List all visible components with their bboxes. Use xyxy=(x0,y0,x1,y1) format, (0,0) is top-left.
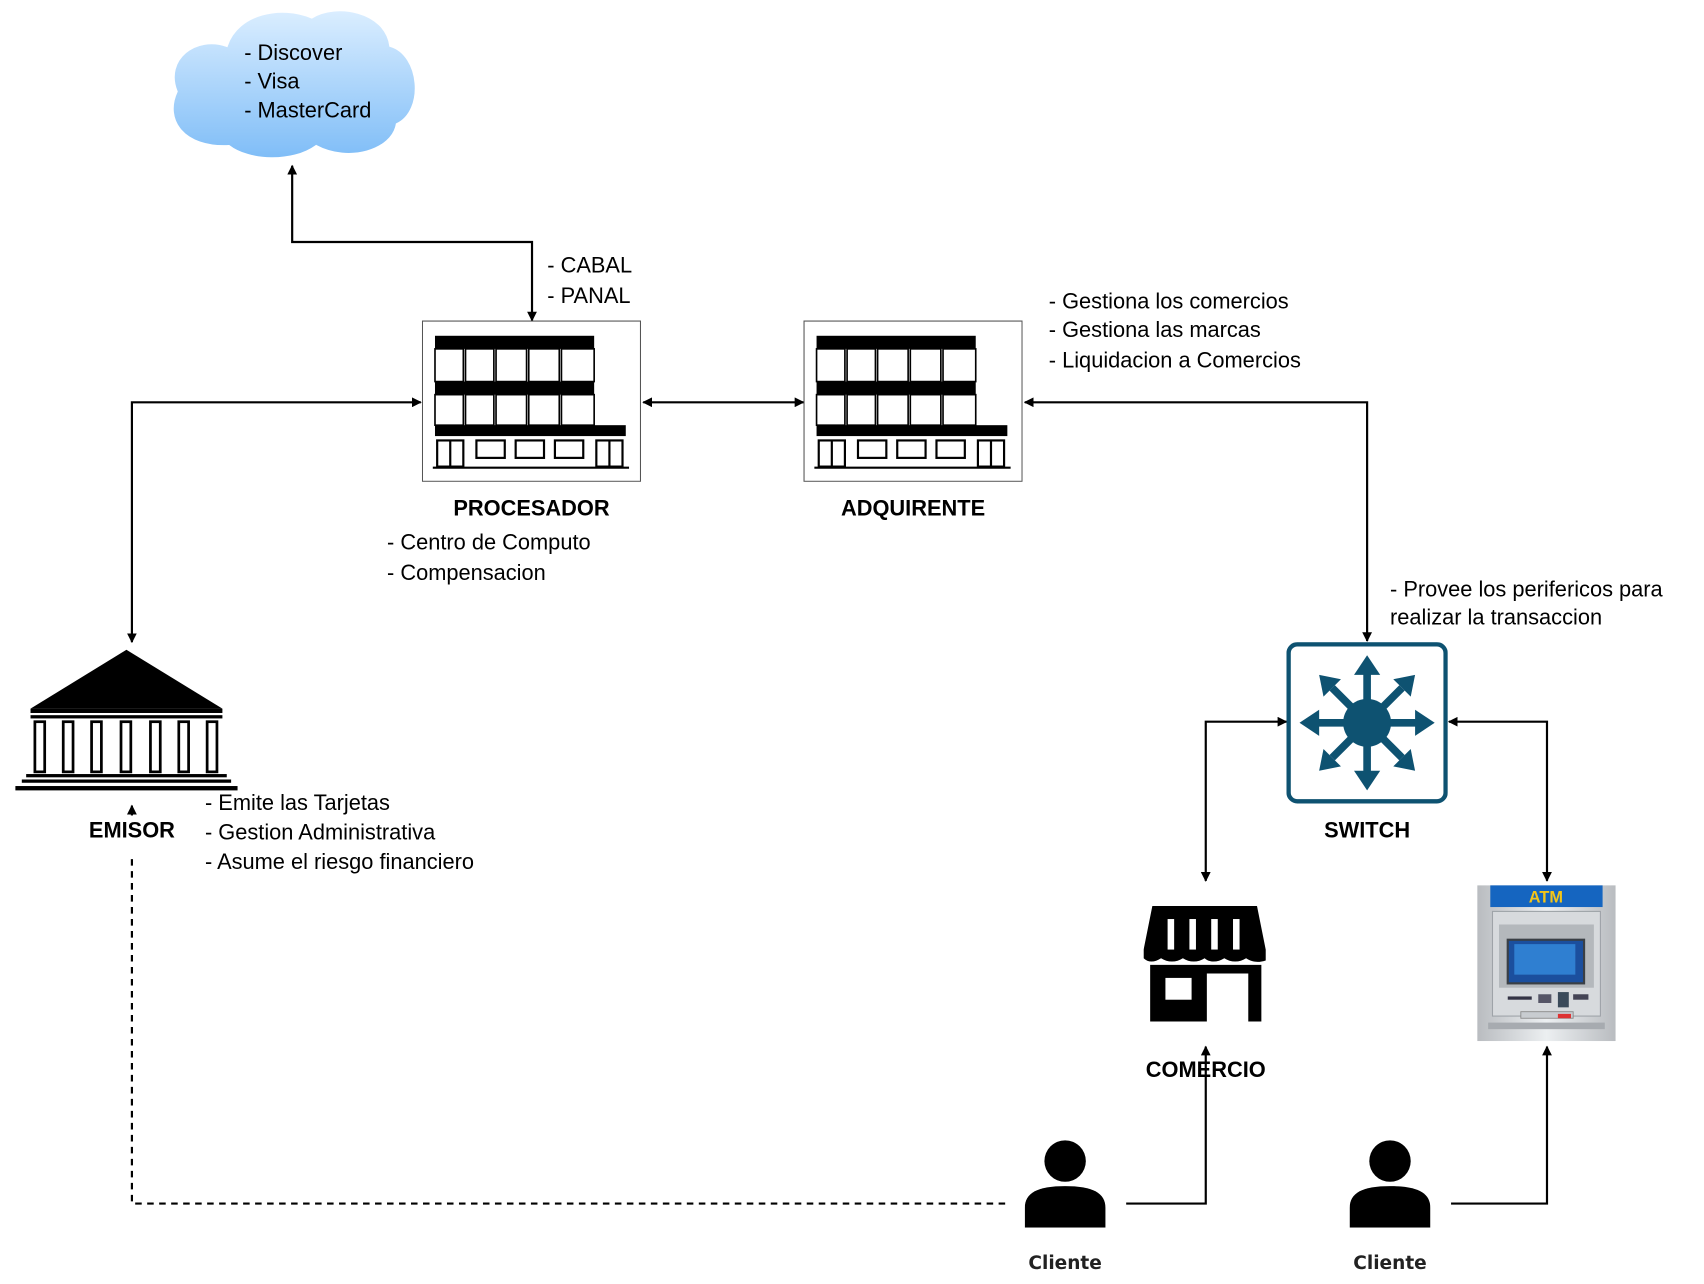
cloud-line: - Visa xyxy=(244,69,300,94)
adquirente-note: - Gestiona los comercios xyxy=(1048,289,1289,314)
switch-note: realizar la transaccion xyxy=(1390,606,1603,631)
cliente-label: Cliente xyxy=(1028,1252,1102,1275)
person-icon xyxy=(1349,1140,1431,1228)
procesador-note: - Compensacion xyxy=(387,561,546,586)
emisor-note: - Asume el riesgo financiero xyxy=(204,850,475,875)
cliente-label: Cliente xyxy=(1353,1252,1427,1275)
edge-procesador-cloud xyxy=(287,164,537,322)
procesador-label: PROCESADOR xyxy=(453,497,610,522)
edge-switch-atm xyxy=(1447,716,1552,882)
procesador-top-note: - CABAL xyxy=(547,254,633,279)
bank-icon xyxy=(15,649,238,791)
edge-adquirente-switch xyxy=(1023,397,1373,643)
procesador-top-note: - PANAL xyxy=(547,284,631,309)
cloud-line: - Discover xyxy=(244,41,343,66)
atm-icon: ATM xyxy=(1477,885,1616,1042)
edge-cliente-emisor xyxy=(130,856,1006,1205)
emisor-note: - Gestion Administrativa xyxy=(204,820,436,845)
emisor-label: EMISOR xyxy=(88,818,175,843)
procesador-note: - Centro de Computo xyxy=(387,530,591,555)
adquirente-note: - Gestiona las marcas xyxy=(1048,318,1261,343)
emisor-note: - Emite las Tarjetas xyxy=(204,791,390,816)
procesador-building-icon xyxy=(421,320,642,482)
switch-icon xyxy=(1286,642,1448,804)
atm-sign: ATM xyxy=(1529,889,1563,907)
switch-label: SWITCH xyxy=(1324,818,1411,843)
adquirente-label: ADQUIRENTE xyxy=(840,497,986,522)
store-icon xyxy=(1143,905,1266,1022)
edge-cliente-comercio xyxy=(1126,1045,1211,1205)
edge-switch-comercio xyxy=(1200,716,1288,882)
adquirente-building-icon xyxy=(803,320,1023,482)
adquirente-note: - Liquidacion a Comercios xyxy=(1048,348,1301,373)
cloud-line: - MasterCard xyxy=(244,99,372,124)
switch-note: - Provee los perifericos para xyxy=(1390,577,1663,602)
person-icon xyxy=(1024,1140,1106,1228)
card-brands-cloud xyxy=(171,9,417,160)
edge-procesador-emisor xyxy=(127,397,422,644)
edge-cliente-atm xyxy=(1451,1045,1552,1205)
comercio-label: COMERCIO xyxy=(1145,1058,1266,1083)
